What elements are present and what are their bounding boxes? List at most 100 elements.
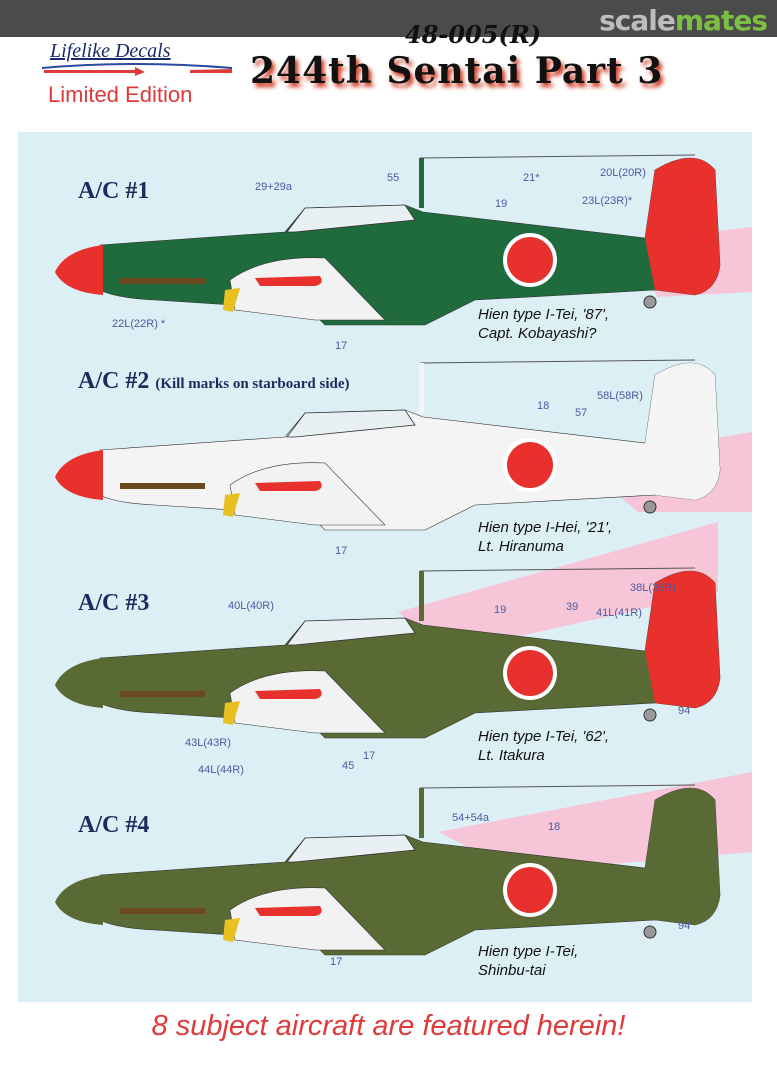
- exhaust: [120, 278, 205, 284]
- spinner: [55, 245, 103, 295]
- callout: 58L(58R): [597, 390, 643, 402]
- callout: 20L(20R): [600, 167, 646, 179]
- caption-line: Hien type I-Hei, '21',: [478, 519, 613, 536]
- callout: 18: [548, 821, 561, 833]
- aircraft-2-heading-text: A/C #2: [78, 368, 150, 394]
- callout: 57: [575, 407, 588, 419]
- exhaust: [120, 908, 205, 914]
- callout: 22L(22R) *: [112, 318, 166, 330]
- canopy: [286, 204, 416, 233]
- hinomaru-icon-inner: [507, 442, 553, 488]
- antenna-wire: [419, 359, 696, 364]
- callout: 41L(41R): [596, 607, 642, 619]
- callout: 94: [678, 920, 691, 932]
- caption-line: Hien type I-Tei, '87',: [478, 306, 610, 323]
- aircraft-2-caption: Hien type I-Hei, '21', Lt. Hiranuma: [478, 518, 612, 556]
- tail-wheel: [643, 708, 657, 722]
- antenna-mast: [419, 363, 424, 413]
- callout: 18: [537, 400, 550, 412]
- tail-fin: [645, 363, 720, 500]
- callout: 17: [335, 340, 348, 352]
- canopy: [286, 409, 416, 438]
- tail-fin: [645, 158, 720, 295]
- canopy: [286, 617, 416, 646]
- antenna-wire: [419, 567, 696, 572]
- caption-line: Shinbu-tai: [478, 962, 546, 979]
- wing: [229, 462, 386, 526]
- hinomaru-icon-inner: [507, 650, 553, 696]
- aircraft-3-heading: A/C #3: [78, 590, 150, 616]
- antenna-wire: [419, 154, 696, 159]
- exhaust: [120, 691, 205, 697]
- product-code: 48-005(R): [405, 20, 542, 49]
- caption-line: Hien type I-Tei, '62',: [478, 728, 610, 745]
- callout: 55: [387, 172, 400, 184]
- callout: 45: [342, 760, 355, 772]
- caption-line: Lt. Itakura: [478, 747, 545, 764]
- callout: 43L(43R): [185, 737, 231, 749]
- caption-line: Hien type I-Tei,: [478, 943, 579, 960]
- footer-tagline: 8 subject aircraft are featured herein!: [151, 1010, 626, 1042]
- aircraft-1-heading: A/C #1: [78, 178, 150, 204]
- top-bar: scalemates: [0, 0, 777, 37]
- aircraft-2-profile: [55, 359, 721, 531]
- caption-line: Lt. Hiranuma: [478, 538, 564, 555]
- callout: 94: [678, 705, 691, 717]
- antenna-mast: [419, 571, 424, 621]
- spinner: [55, 450, 103, 500]
- callout: 39: [566, 601, 579, 613]
- callout: 21*: [523, 172, 540, 184]
- callout: 44L(44R): [198, 764, 244, 776]
- landing-gear: [223, 918, 240, 942]
- aircraft-1-caption: Hien type I-Tei, '87',Capt. Kobayashi?: [478, 305, 609, 343]
- tail-fin: [645, 571, 720, 708]
- aircraft-3-profile: [55, 567, 721, 739]
- spinner: [55, 875, 103, 925]
- spinner: [55, 658, 103, 708]
- landing-gear: [223, 493, 240, 517]
- wing: [229, 887, 386, 951]
- hinomaru-icon-inner: [507, 867, 553, 913]
- edition-label: Limited Edition: [48, 82, 193, 107]
- tail-wheel: [643, 295, 657, 309]
- sheet-title: 244th Sentai Part 3: [250, 50, 664, 92]
- landing-gear: [223, 701, 240, 725]
- aircraft-2-note: (Kill marks on starboard side): [155, 376, 350, 392]
- tail-wheel: [643, 925, 657, 939]
- wing: [229, 257, 386, 321]
- fuselage: [99, 787, 721, 956]
- callout: 38L(38R): [630, 582, 676, 594]
- callout: 17: [330, 956, 343, 968]
- antenna-mast: [419, 788, 424, 838]
- aircraft-4-heading: A/C #4: [78, 812, 150, 838]
- aircraft-4-caption: Hien type I-Tei, Shinbu-tai: [478, 942, 578, 980]
- canopy: [286, 834, 416, 863]
- aircraft-3-caption: Hien type I-Tei, '62', Lt. Itakura: [478, 727, 609, 765]
- hinomaru-icon-inner: [507, 237, 553, 283]
- antenna-mast: [419, 158, 424, 208]
- wing-stripe: [255, 689, 322, 699]
- scalemates-watermark: scalemates: [599, 4, 768, 37]
- tail-wheel: [643, 500, 657, 514]
- landing-gear: [223, 288, 240, 312]
- callout: 54+54a: [452, 812, 490, 824]
- callout: 29+29a: [255, 181, 293, 193]
- callout: 23L(23R)*: [582, 195, 633, 207]
- wing-stripe: [255, 906, 322, 916]
- wing-stripe: [255, 276, 322, 286]
- antenna-wire: [419, 784, 696, 789]
- callout: 17: [363, 750, 376, 762]
- aircraft-1-profile: [55, 154, 721, 326]
- aircraft-2-heading: A/C #2 (Kill marks on starboard side): [78, 368, 350, 395]
- exhaust: [120, 483, 205, 489]
- tail-fin: [645, 788, 720, 925]
- brand-logo: Lifelike Decals: [50, 40, 171, 62]
- callout: 19: [495, 198, 508, 210]
- wing-stripe: [255, 481, 322, 491]
- aircraft-4-profile: [55, 784, 721, 956]
- callout: 17: [335, 545, 348, 557]
- callout: 40L(40R): [228, 600, 274, 612]
- wing: [229, 670, 386, 734]
- callout: 19: [494, 604, 507, 616]
- fuselage: [99, 570, 721, 739]
